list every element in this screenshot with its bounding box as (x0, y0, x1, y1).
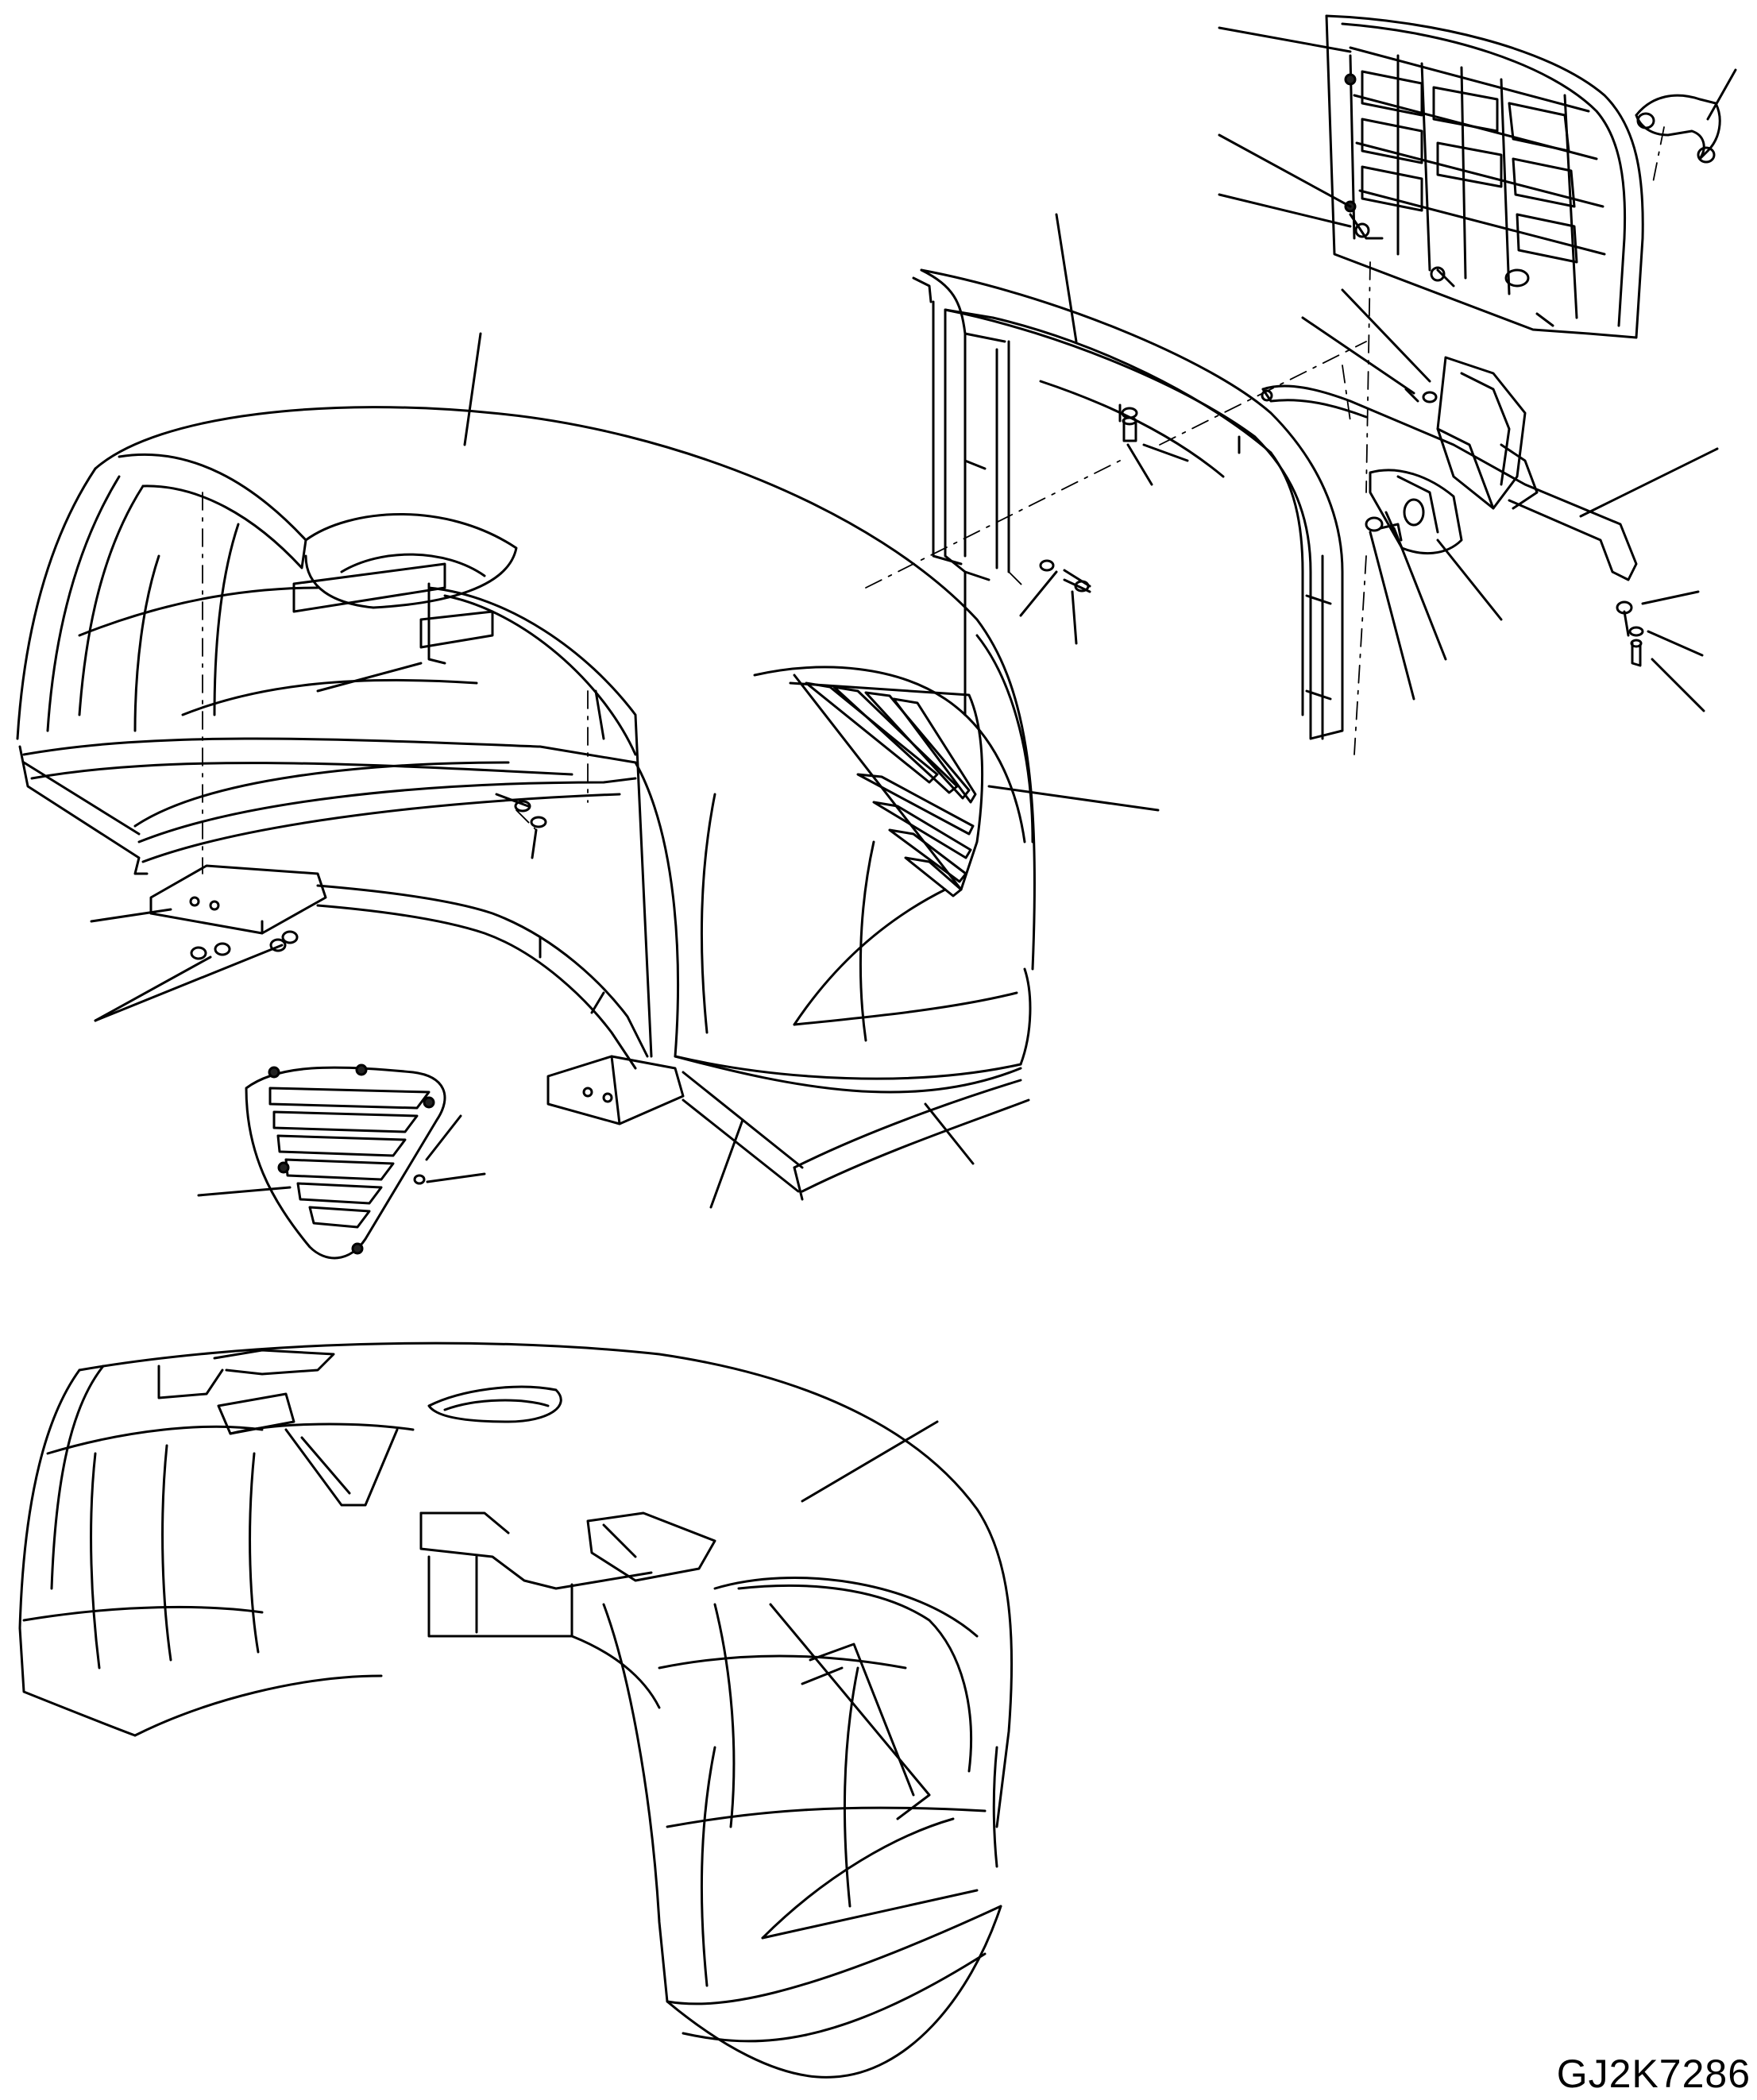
front-frame (912, 268, 1344, 740)
side-vent-panel (245, 1064, 446, 1260)
upper-cab-cover (16, 406, 1036, 1201)
assembly-center-lines (202, 126, 1665, 874)
drawing-code: GJ2K7286 (1556, 2052, 1751, 2096)
exterior-cab-cover (18, 1341, 1014, 2079)
callout-leader-lines (90, 26, 1737, 1503)
grille-handle (1635, 94, 1721, 164)
latch-bracket (1261, 356, 1644, 667)
support-bracket (149, 864, 685, 1125)
front-grille (1325, 14, 1644, 339)
fasteners (190, 407, 1138, 1185)
